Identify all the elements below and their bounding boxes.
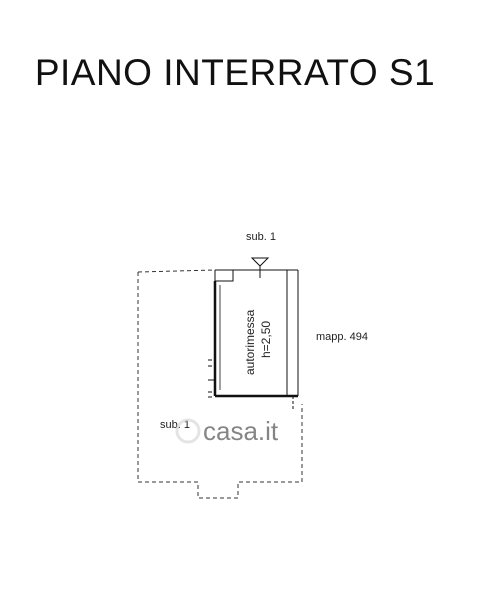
garage-room: [213, 269, 299, 410]
section-marker-icon: [250, 257, 270, 278]
mapp-label: mapp. 494: [316, 331, 368, 343]
room-name-label: autorimessa: [243, 309, 257, 375]
floor-title: PIANO INTERRATO S1: [34, 52, 436, 93]
sub-label-top: sub. 1: [246, 231, 276, 243]
watermark-logo: casa.it: [175, 416, 279, 446]
watermark-text: casa.it: [203, 416, 279, 446]
room-height-label: h=2,50: [259, 321, 273, 358]
door-marks: [208, 359, 215, 398]
